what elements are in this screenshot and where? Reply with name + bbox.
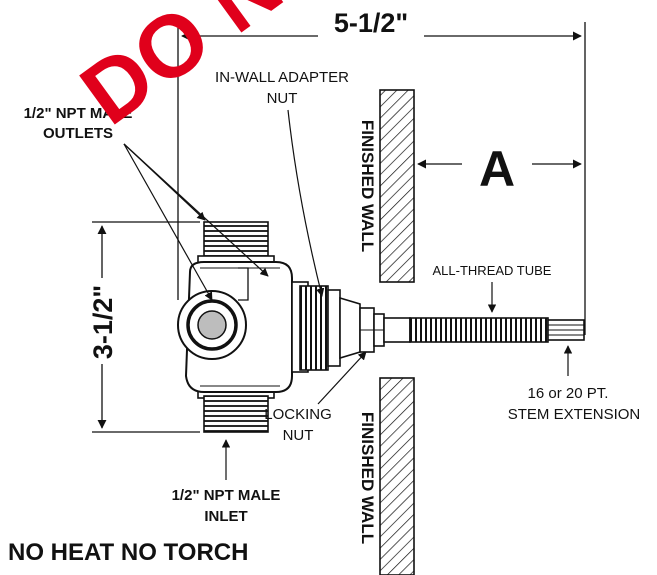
adapter-label: IN-WALL ADAPTER NUT: [215, 69, 349, 297]
svg-text:1/2" NPT MALE: 1/2" NPT MALE: [172, 487, 281, 504]
svg-text:FINISHED WALL: FINISHED WALL: [358, 412, 377, 544]
svg-text:FINISHED WALL: FINISHED WALL: [358, 120, 377, 252]
inlet-label: 1/2" NPT MALE INLET: [172, 439, 281, 525]
overall-dimension-label: 5-1/2": [334, 8, 408, 38]
stem-extension-label: 16 or 20 PT. STEM EXTENSION: [508, 345, 641, 423]
svg-text:STEM EXTENSION: STEM EXTENSION: [508, 406, 641, 423]
valve-body: [177, 261, 293, 393]
height-dimension: 3-1/2": [84, 221, 200, 433]
svg-text:ALL-THREAD TUBE: ALL-THREAD TUBE: [433, 263, 552, 278]
finished-wall-top: FINISHED WALL: [358, 89, 415, 283]
top-outlet: [197, 221, 275, 267]
svg-text:16 or 20 PT.: 16 or 20 PT.: [528, 385, 609, 402]
finished-wall-bottom: FINISHED WALL: [358, 377, 415, 575]
svg-text:IN-WALL ADAPTER: IN-WALL ADAPTER: [215, 69, 349, 86]
stem-extension: [547, 319, 585, 341]
svg-text:NUT: NUT: [283, 427, 314, 444]
locking-nut-label: LOCKING NUT: [264, 351, 367, 444]
svg-text:OUTLETS: OUTLETS: [43, 125, 113, 142]
a-dimension: A: [417, 141, 582, 197]
no-heat-warning: NO HEAT NO TORCH: [8, 539, 248, 566]
svg-text:1/2" NPT MALE: 1/2" NPT MALE: [24, 105, 133, 122]
svg-text:LOCKING: LOCKING: [264, 406, 332, 423]
svg-text:NUT: NUT: [267, 90, 298, 107]
all-thread-tube: [383, 317, 549, 343]
in-wall-adapter-nut: [291, 281, 361, 373]
a-dimension-label: A: [479, 141, 515, 197]
svg-text:INLET: INLET: [204, 508, 247, 525]
locking-nut: [359, 307, 385, 353]
height-dimension-label: 3-1/2": [88, 285, 118, 359]
outlets-label: 1/2" NPT MALE OUTLETS: [24, 105, 269, 301]
all-thread-label: ALL-THREAD TUBE: [433, 263, 552, 313]
overall-dimension: 5-1/2": [177, 8, 586, 335]
bottom-inlet: [197, 387, 275, 433]
